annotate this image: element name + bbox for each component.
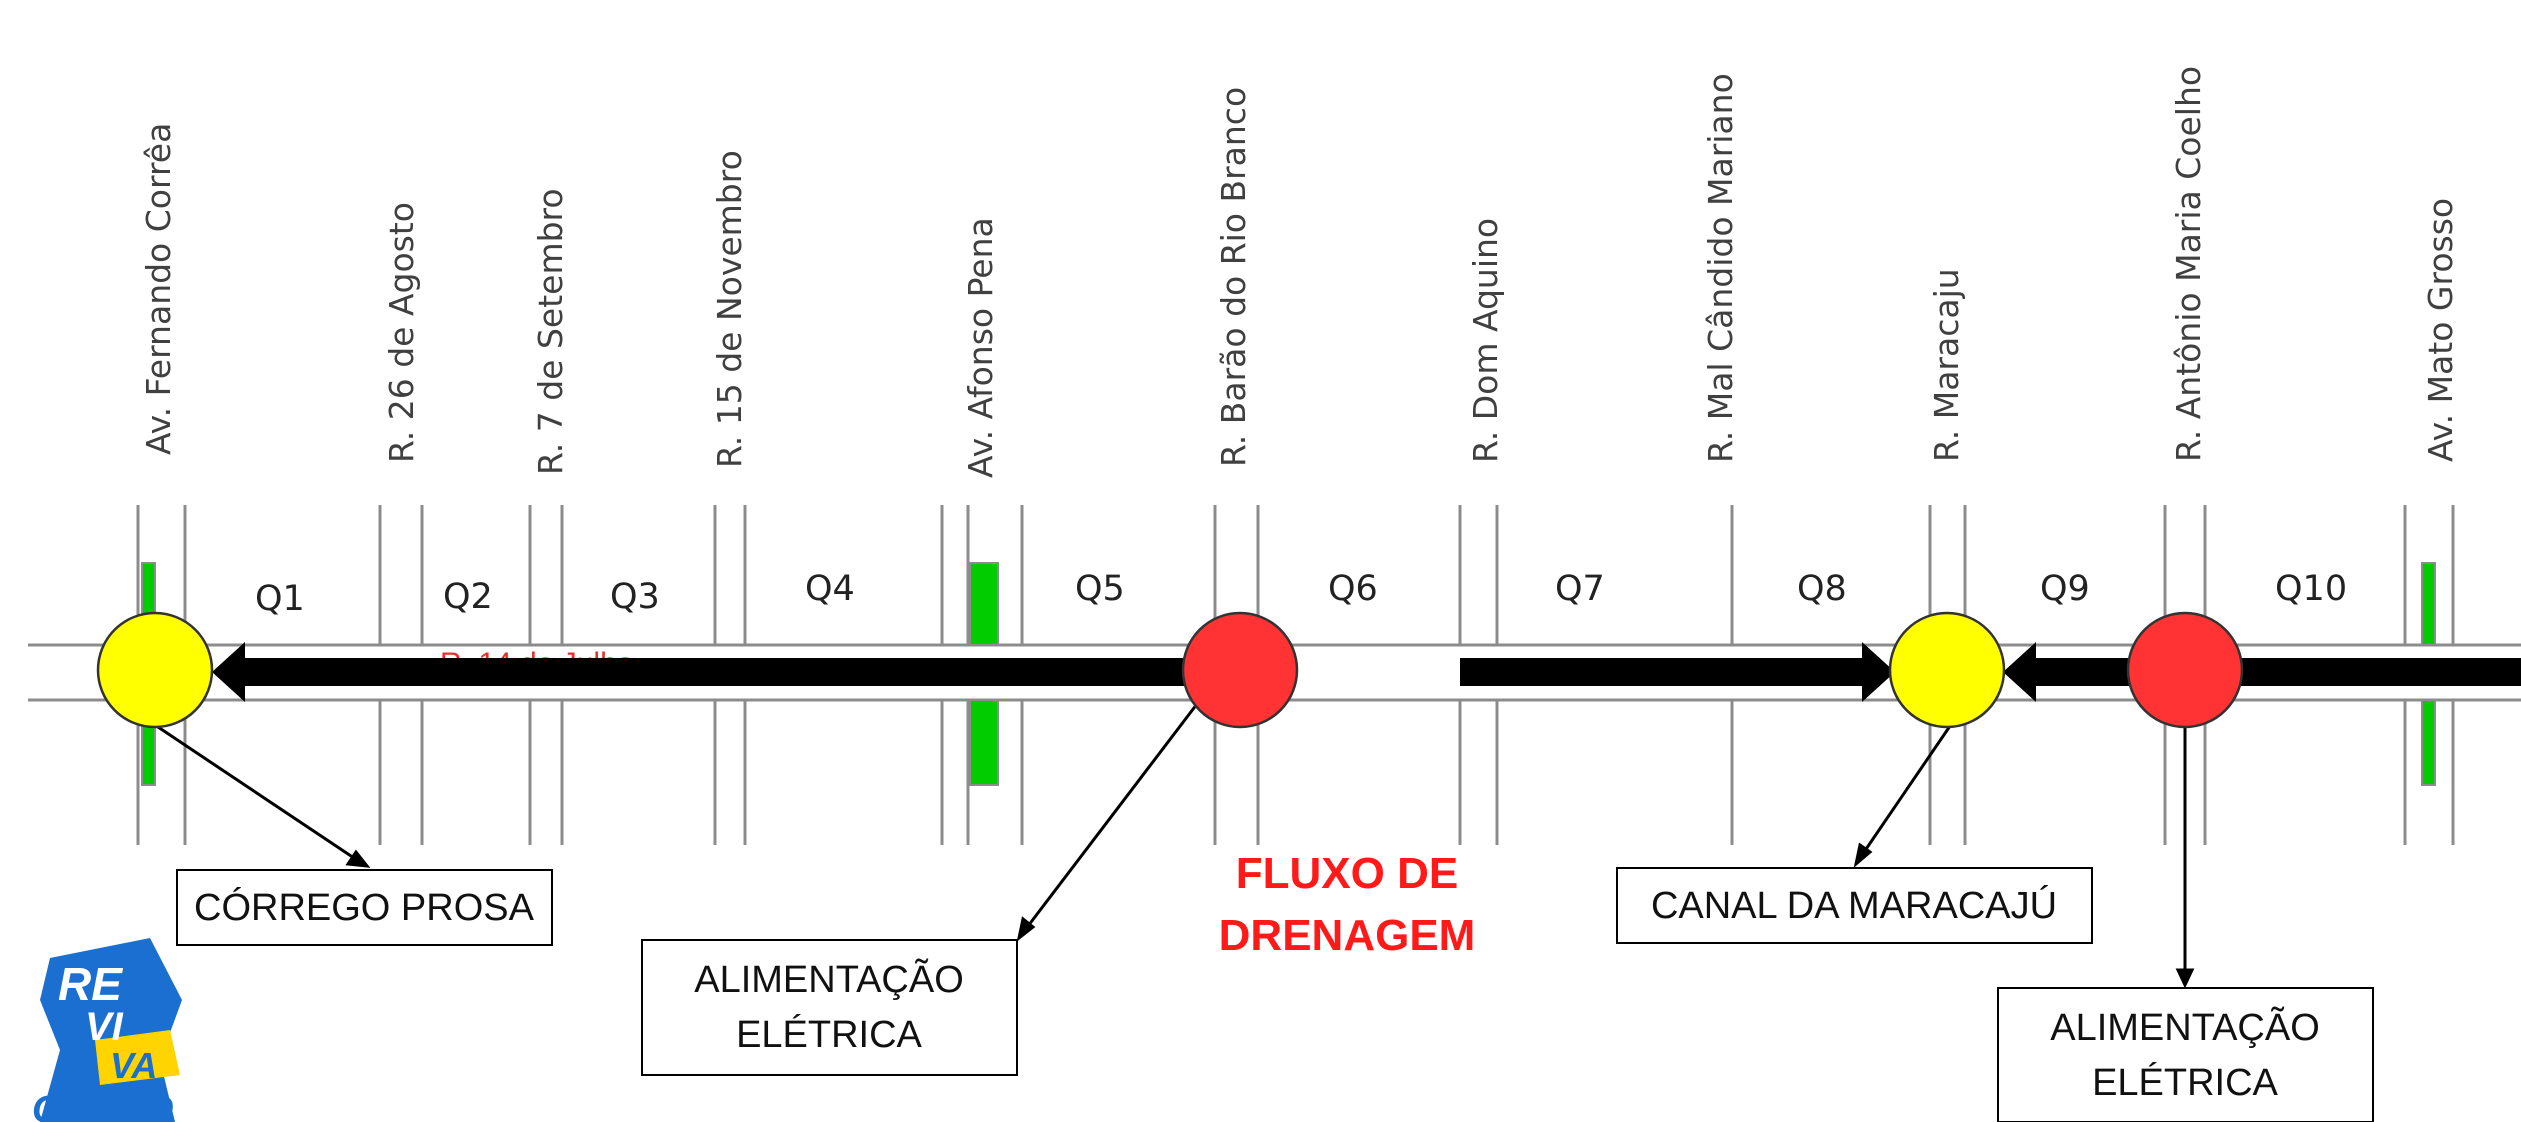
block-q2-top: [420, 505, 532, 647]
callout-alimentacao-2-box: [1997, 987, 2374, 1122]
callout-canal-box: [1616, 867, 2093, 944]
block-q5-top: [1020, 505, 1217, 647]
block-q6-bottom: [1256, 698, 1462, 845]
block-q6-top: [1256, 505, 1462, 647]
block-q2-bottom: [420, 698, 532, 845]
street-label-matogrosso: Av. Mato Grosso: [2421, 198, 2460, 462]
flow-arrow-east-head: [1862, 642, 1895, 702]
block-q9-top: [1963, 505, 2167, 647]
callout-alimentacao-1-box: [641, 939, 1018, 1076]
callout-canal: CANAL DA MARACAJÚ: [1616, 867, 2093, 944]
logo-text-va: VA: [110, 1045, 157, 1086]
logo-shape-yellow: [95, 1030, 180, 1085]
block-label-q6: Q6: [1328, 569, 1378, 609]
street-label-barao: R. Barão do Rio Branco: [1214, 87, 1253, 467]
street-label-setembro: R. 7 de Setembro: [531, 188, 570, 475]
callout-alimentacao-1: ALIMENTAÇÃO ELÉTRICA: [641, 939, 1018, 1076]
connector-alimentacao-1-head: [1016, 916, 1036, 942]
street-label-agosto: R. 26 de Agosto: [382, 202, 421, 463]
block-q1-bottom: [183, 698, 382, 845]
flow-arrow-west-head: [212, 642, 245, 702]
block-q4-bottom: [743, 698, 944, 845]
street-label-candido: R. Mal Cândido Mariano: [1701, 73, 1740, 463]
callout-corrego: CÓRREGO PROSA: [176, 869, 553, 946]
flow-arrow-west-shaft: [230, 658, 1235, 686]
block-q8-top: [1730, 505, 1932, 647]
block-label-q4: Q4: [805, 569, 855, 609]
point-discharge-corrego: [96, 611, 214, 729]
logo-text-re: RE: [58, 958, 123, 1010]
point-power-barao: [1181, 611, 1299, 729]
point-power-coelho: [2126, 611, 2244, 729]
callout-alimentacao-1-line1: ALIMENTAÇÃO: [694, 958, 964, 1001]
street-labels: Av. Fernando Corrêa R. 26 de Agosto R. 7…: [139, 66, 2460, 478]
flow-arrow-west2-head: [2003, 642, 2036, 702]
callout-corrego-text: CÓRREGO PROSA: [194, 886, 535, 929]
connector-canal-head: [1853, 842, 1873, 869]
callout-alimentacao-1-line2: ELÉTRICA: [736, 1013, 922, 1056]
block-q7-bottom: [1495, 698, 1734, 845]
reviva-campo-logo: RE VI VA CAMPO: [32, 938, 182, 1122]
median-matogrosso-bottom: [2421, 699, 2436, 786]
flow-arrow-west2-shaft: [2020, 658, 2521, 686]
block-q9-bottom: [1963, 698, 2167, 845]
callout-alimentacao-2-line1: ALIMENTAÇÃO: [2050, 1006, 2320, 1049]
block-q5-bottom: [1020, 698, 1217, 845]
block-q8-bottom: [1730, 698, 1932, 845]
block-label-q7: Q7: [1555, 569, 1605, 609]
points: [96, 611, 2244, 729]
logo-text-campo: CAMPO: [32, 1089, 173, 1122]
flow-arrow-east-shaft: [1460, 658, 1880, 686]
callout-canal-text: CANAL DA MARACAJÚ: [1651, 884, 2057, 927]
street-label-coelho: R. Antônio Maria Coelho: [2169, 66, 2208, 462]
block-label-q5: Q5: [1075, 569, 1125, 609]
street-label-afonso: Av. Afonso Pena: [961, 217, 1000, 478]
block-q4-top: [743, 505, 944, 647]
connector-alimentacao-2-head: [2175, 968, 2195, 989]
block-labels: Q1 Q2 Q3 Q4 Q5 Q6 Q7 Q8 Q9 Q10: [255, 569, 2347, 619]
block-q3-bottom: [560, 698, 717, 845]
flow-label-line1: FLUXO DE: [1236, 849, 1458, 898]
callout-alimentacao-2-line2: ELÉTRICA: [2092, 1061, 2278, 1104]
connector-corrego: [154, 723, 361, 864]
street-label-novembro: R. 15 de Novembro: [710, 150, 749, 468]
logo-text-vi: VI: [85, 1005, 124, 1049]
block-q3-top: [560, 505, 717, 647]
point-discharge-maracaju: [1888, 611, 2006, 729]
street-label-aquino: R. Dom Aquino: [1466, 218, 1505, 463]
connector-corrego-head: [345, 849, 371, 868]
block-q1-top: [183, 505, 382, 647]
flow-arrows: [212, 642, 2521, 702]
median-matogrosso-top: [2421, 562, 2436, 646]
block-label-q1: Q1: [255, 579, 305, 619]
flow-label: FLUXO DE DRENAGEM: [1219, 849, 1476, 960]
block-label-q2: Q2: [443, 577, 493, 617]
street-label-fernando: Av. Fernando Corrêa: [139, 123, 178, 455]
callout-alimentacao-2: ALIMENTAÇÃO ELÉTRICA: [1997, 987, 2374, 1122]
callout-corrego-box: [176, 869, 553, 946]
median-afonso-top: [969, 562, 999, 646]
street-label-maracaju: R. Maracaju: [1927, 268, 1966, 462]
callout-connectors: [154, 699, 2195, 989]
block-label-q9: Q9: [2040, 569, 2090, 609]
connector-alimentacao-1: [1023, 699, 1202, 931]
block-q7-top: [1495, 505, 1734, 647]
block-label-q10: Q10: [2275, 569, 2347, 609]
connector-canal: [1860, 725, 1952, 856]
block-q10-bottom: [2203, 698, 2407, 845]
block-label-q3: Q3: [610, 577, 660, 617]
block-label-q8: Q8: [1797, 569, 1847, 609]
median-afonso-bottom: [969, 699, 999, 786]
flow-label-line2: DRENAGEM: [1219, 911, 1476, 960]
